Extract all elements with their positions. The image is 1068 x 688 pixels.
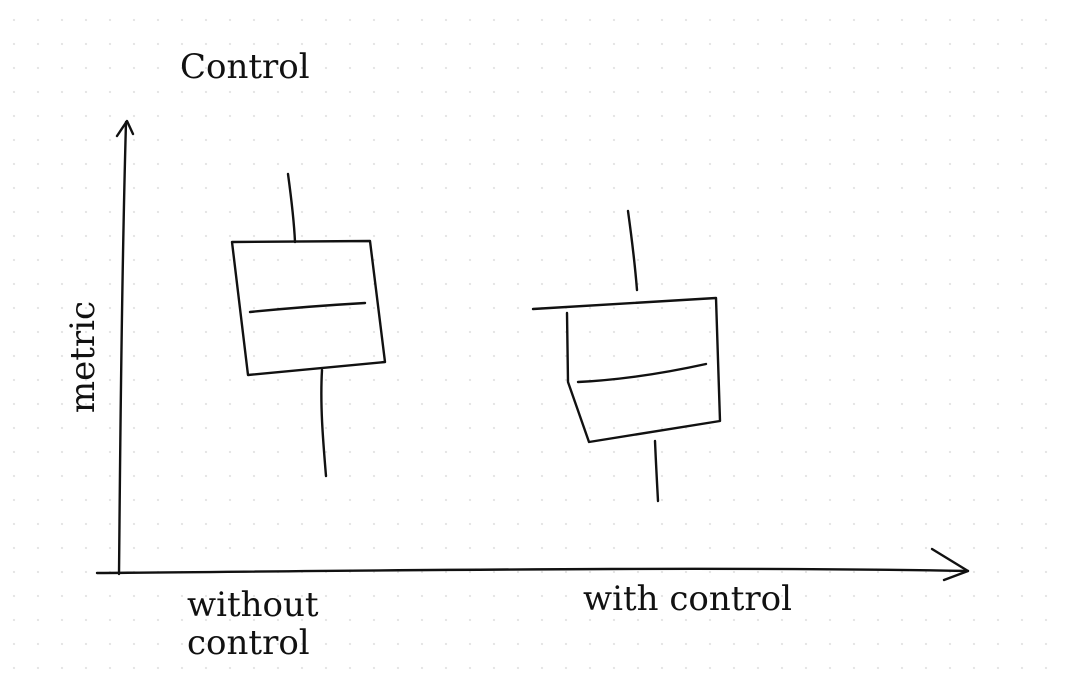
x-axis-line: [95, 567, 970, 575]
x-axis-arrowhead: [930, 547, 970, 582]
box-without-control: [230, 172, 387, 478]
box-without-control-lower-whisker: [320, 368, 328, 478]
box-with-control-upper-whisker: [626, 209, 639, 292]
category-label-with-control: with control: [583, 579, 793, 619]
y-axis-label: metric: [62, 300, 103, 414]
category-label-without-control: without control: [187, 585, 319, 664]
box-without-control-upper-whisker: [286, 172, 297, 244]
box-with-control: [531, 209, 722, 503]
box-with-control-box: [531, 296, 722, 444]
box-with-control-lower-whisker: [653, 439, 660, 503]
diagram-title: Control: [180, 47, 310, 87]
box-with-control-median: [576, 362, 708, 384]
box-without-control-box: [230, 239, 387, 377]
box-without-control-median: [248, 301, 367, 314]
y-axis-arrowhead: [115, 119, 135, 138]
y-axis-line: [117, 120, 128, 576]
